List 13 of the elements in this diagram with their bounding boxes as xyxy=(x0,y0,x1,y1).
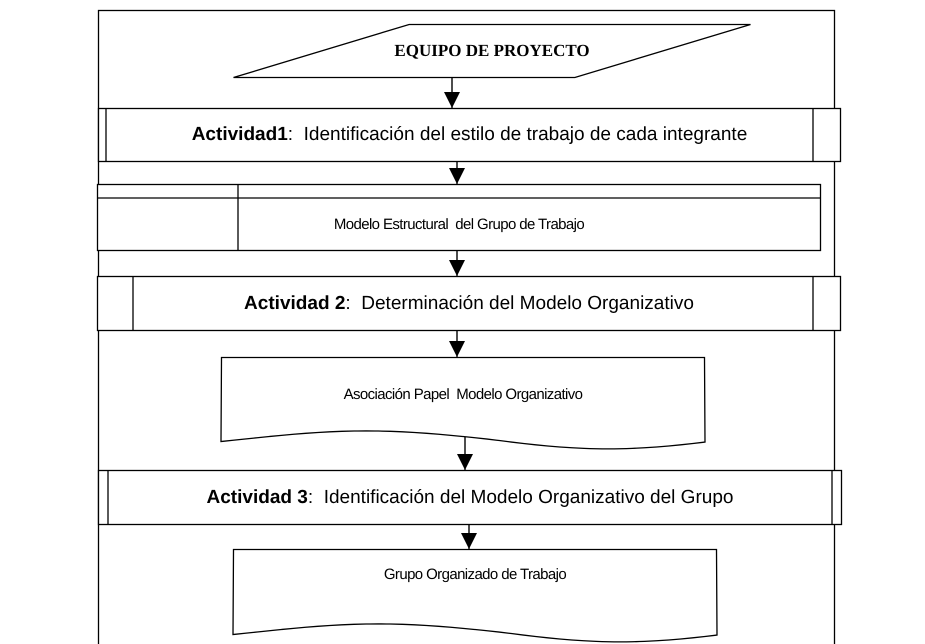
node-text: Grupo Organizado de Trabajo xyxy=(384,566,566,582)
arrow xyxy=(449,162,465,184)
node-text: EQUIPO DE PROYECTO xyxy=(394,41,590,61)
arrow xyxy=(444,78,460,108)
arrow xyxy=(449,251,465,276)
arrow xyxy=(457,436,473,470)
arrow xyxy=(461,525,477,549)
node-text: Modelo Estructural del Grupo de Trabajo xyxy=(334,216,584,233)
node-text: Actividad1: Identificación del estilo de trabajo de cada integrante xyxy=(192,124,748,146)
node-text: Asociación Papel Modelo Organizativo xyxy=(344,386,582,403)
node-text: Actividad 2: Determinación del Modelo Organizativo xyxy=(244,292,694,314)
arrow xyxy=(449,331,465,357)
node-text: Actividad 3: Identificación del Modelo Organizativo del Grupo xyxy=(206,486,734,508)
